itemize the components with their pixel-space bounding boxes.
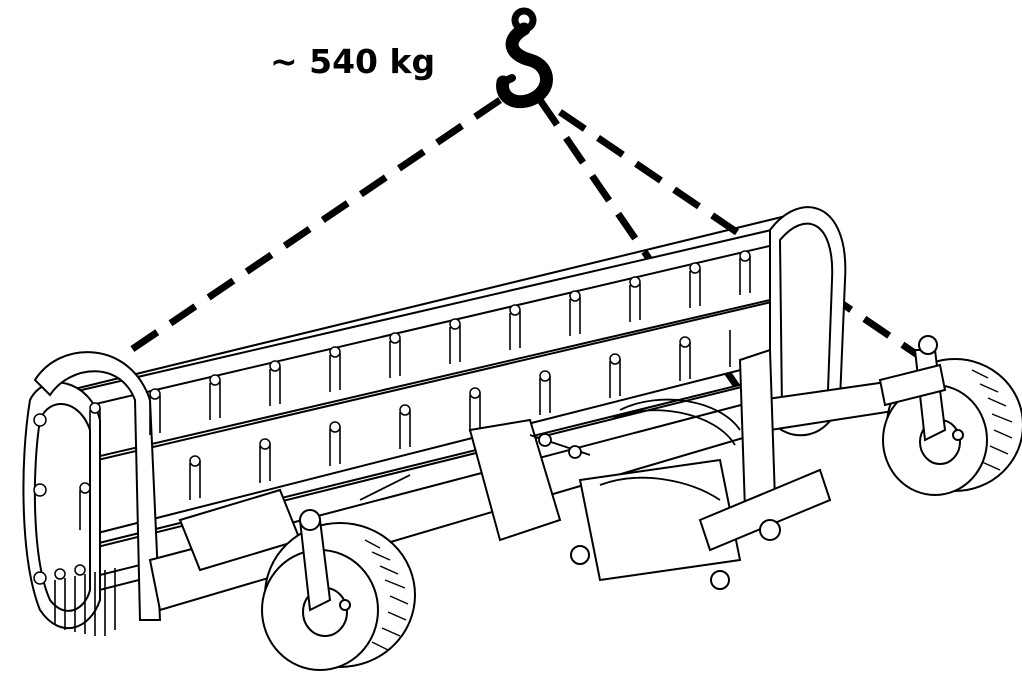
tine-bolts-middle — [79, 336, 691, 494]
weight-label: ~ 540 kg — [270, 42, 436, 81]
tine-row-top — [89, 256, 751, 445]
tine-row-middle — [79, 330, 731, 530]
chain-right — [558, 109, 927, 363]
tine-row-bottom — [54, 568, 116, 636]
drawbar-assembly — [570, 348, 947, 590]
crane-hook-icon — [496, 7, 553, 109]
left-tire-tread — [364, 539, 409, 651]
hydraulic-lines — [359, 398, 741, 501]
tine-bolts-bottom — [33, 413, 86, 585]
left-wheel — [261, 509, 416, 671]
right-wheel — [882, 335, 1022, 496]
chain-left — [126, 97, 502, 355]
tine-bolts-top — [89, 250, 751, 414]
right-tire-tread — [971, 369, 1013, 471]
